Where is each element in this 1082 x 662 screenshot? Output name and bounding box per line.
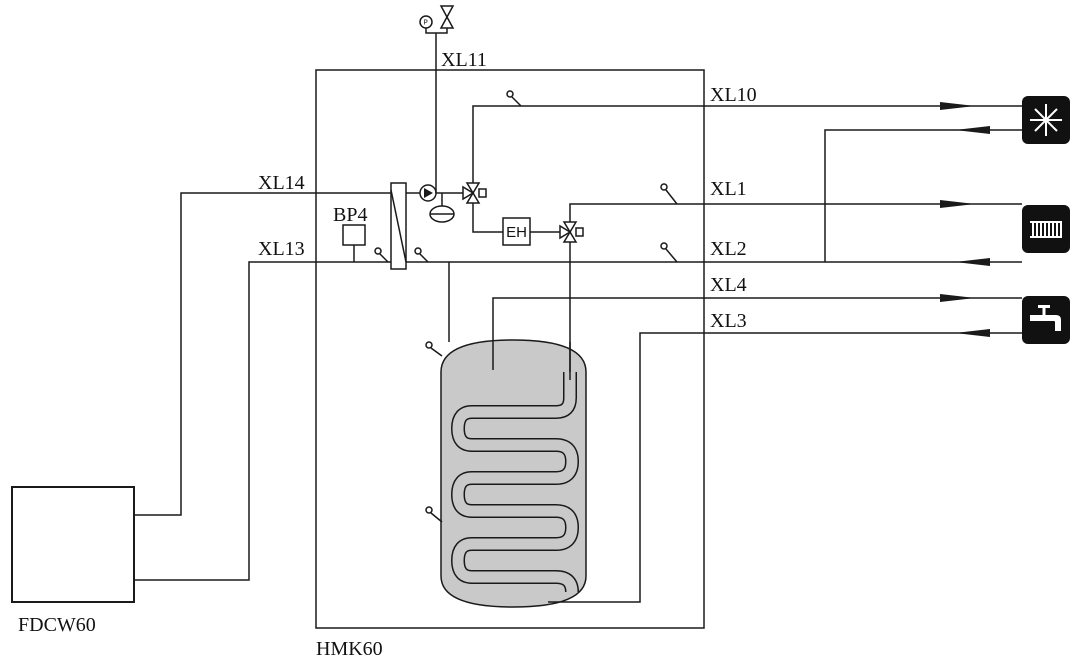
sensor-stem bbox=[511, 96, 522, 107]
label-xl4: XL4 bbox=[710, 274, 747, 296]
arrow-xl4-out bbox=[940, 294, 975, 302]
label-xl2: XL2 bbox=[710, 238, 747, 260]
arrow-cooling-return bbox=[955, 126, 990, 134]
heat-exchanger bbox=[390, 182, 407, 270]
label-xl13: XL13 bbox=[258, 238, 305, 260]
pressure-gauge-dial bbox=[419, 15, 433, 29]
pipe-cooling-return bbox=[824, 129, 1022, 262]
temperature-sensor bbox=[425, 506, 443, 523]
radiator-icon bbox=[1022, 205, 1070, 253]
pipe-xl3 bbox=[548, 332, 1022, 603]
sensor-bulb bbox=[425, 341, 433, 349]
label-xl1: XL1 bbox=[710, 178, 747, 200]
heating-coil-fill bbox=[452, 372, 578, 593]
pipe-xl10 bbox=[472, 105, 1022, 183]
shutoff-valve bbox=[439, 5, 455, 29]
sensor-bulb bbox=[374, 247, 382, 255]
bp4-sensor-box bbox=[342, 224, 366, 246]
temperature-sensor bbox=[660, 183, 678, 205]
sensor-stem bbox=[419, 253, 429, 263]
sensor-stem bbox=[430, 512, 443, 523]
three-way-valve-cooling bbox=[462, 182, 487, 204]
arrow-xl3-in bbox=[955, 329, 990, 337]
snowflake-icon bbox=[1022, 96, 1070, 144]
heat-exchanger-body bbox=[390, 182, 407, 270]
shutoff-valve-lower bbox=[439, 15, 455, 29]
pipe-xl13 bbox=[134, 261, 391, 581]
label-bp4: BP4 bbox=[333, 204, 367, 226]
temperature-sensor bbox=[414, 247, 429, 263]
heat-exchanger-diagonal bbox=[390, 189, 407, 263]
expansion-vessel bbox=[429, 193, 455, 223]
circulation-pump bbox=[419, 184, 437, 202]
sensor-stem bbox=[430, 347, 443, 357]
sensor-stem bbox=[665, 248, 678, 263]
sensor-bulb bbox=[425, 506, 433, 514]
sensor-bulb bbox=[414, 247, 422, 255]
pipe-xl1 bbox=[569, 203, 1022, 222]
sensor-bulb bbox=[660, 183, 668, 191]
valve-port-left bbox=[462, 185, 475, 201]
arrow-xl2-in bbox=[955, 258, 990, 266]
pipe-xl11-top bbox=[425, 28, 448, 34]
valve-port-bottom bbox=[465, 191, 481, 204]
sensor-stem bbox=[379, 253, 389, 263]
pressure-gauge: P bbox=[419, 15, 433, 29]
arrow-xl1-out bbox=[940, 200, 975, 208]
pipe-xl14 bbox=[134, 192, 391, 516]
valve-port-left bbox=[559, 224, 572, 240]
pressure-gauge-symbol: P bbox=[424, 19, 428, 27]
valve-port-bottom bbox=[562, 230, 578, 243]
tap-body bbox=[1030, 315, 1061, 331]
tap-handle bbox=[1038, 305, 1050, 308]
electric-heater: EH bbox=[502, 217, 531, 246]
pump-direction-mark bbox=[424, 188, 433, 198]
temperature-sensor bbox=[660, 242, 678, 263]
heating-coil bbox=[451, 342, 579, 593]
hmk60-unit-box bbox=[315, 69, 705, 629]
three-way-valve-heating bbox=[559, 221, 584, 243]
label-xl3: XL3 bbox=[710, 310, 747, 332]
temperature-sensor bbox=[506, 90, 522, 107]
valve-port-top bbox=[465, 182, 481, 195]
fdcw60-unit-box bbox=[11, 486, 135, 603]
tap-icon bbox=[1022, 296, 1070, 344]
arrow-xl10-out bbox=[940, 102, 975, 110]
hmk60-label: HMK60 bbox=[316, 638, 383, 660]
temperature-sensor bbox=[374, 247, 389, 263]
valve-actuator bbox=[478, 188, 487, 198]
pipe-valve-to-heater bbox=[472, 203, 503, 233]
sensor-bulb bbox=[660, 242, 668, 250]
label-xl10: XL10 bbox=[710, 84, 757, 106]
valve-actuator bbox=[575, 227, 584, 237]
valve-port-top bbox=[562, 221, 578, 234]
shutoff-valve-upper bbox=[439, 5, 455, 19]
pipe-xl4 bbox=[492, 297, 1022, 370]
tap-stem bbox=[1042, 307, 1046, 315]
label-xl14: XL14 bbox=[258, 172, 305, 194]
sensor-bulb bbox=[506, 90, 514, 98]
sensor-stem bbox=[665, 189, 678, 205]
temperature-sensor bbox=[425, 341, 443, 357]
label-xl11: XL11 bbox=[441, 49, 487, 71]
snowflake-ray bbox=[1034, 108, 1058, 132]
fdcw60-label: FDCW60 bbox=[18, 614, 96, 636]
electric-heater-label: EH bbox=[506, 224, 527, 241]
